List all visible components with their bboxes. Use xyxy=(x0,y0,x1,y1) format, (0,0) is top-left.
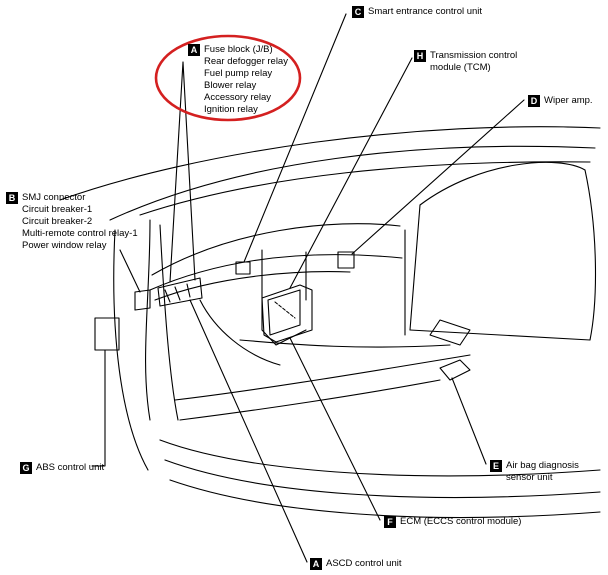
smart-entrance-unit-box xyxy=(235,261,251,275)
airbag-sensor-box xyxy=(439,359,471,381)
dashboard-lower xyxy=(149,254,403,291)
lower-body-2 xyxy=(164,459,601,499)
callout-line: Fuse block (J/B) xyxy=(204,44,273,55)
body-side-inner xyxy=(159,224,179,421)
callout-line: Fuel pump relay xyxy=(204,68,273,79)
leader-airbag xyxy=(451,377,487,465)
callout-badge-c: C xyxy=(352,6,364,18)
callout-badge-b: B xyxy=(6,192,18,204)
leader-ecm xyxy=(289,337,381,521)
leader-smart-entrance xyxy=(243,13,347,263)
wiper-amp-box xyxy=(337,251,355,269)
callout-line: Accessory relay xyxy=(204,92,272,103)
callout-b-smj-connector: B SMJ connector Circuit breaker-1 Circui… xyxy=(6,192,138,252)
callout-f-ecm: F ECM (ECCS control module) xyxy=(384,516,521,528)
callout-badge-d: D xyxy=(528,95,540,107)
callout-g-abs: G ABS control unit xyxy=(20,462,104,474)
abs-control-unit-box xyxy=(94,317,120,351)
callout-line: ABS control unit xyxy=(36,462,105,473)
callout-line: Blower relay xyxy=(204,80,257,91)
fuse-block-cells xyxy=(164,283,191,303)
body-side-outer xyxy=(113,229,149,471)
callout-line: Smart entrance control unit xyxy=(368,6,483,17)
callout-line: sensor unit xyxy=(506,472,553,483)
callout-badge-f: F xyxy=(384,516,396,528)
callout-line: Rear defogger relay xyxy=(204,56,288,67)
leader-wiper xyxy=(351,99,525,255)
callout-h-tcm: H Transmission control module (TCM) xyxy=(414,50,517,74)
callout-d-wiper-amp: D Wiper amp. xyxy=(528,95,593,107)
door-opening-left xyxy=(409,204,421,331)
callout-line: ECM (ECCS control module) xyxy=(400,516,522,527)
leader-tcm xyxy=(289,57,413,289)
callout-line: Circuit breaker-2 xyxy=(22,216,93,227)
door-sill xyxy=(409,329,591,341)
ecm-box xyxy=(261,284,313,343)
callout-line: Ignition relay xyxy=(204,104,258,115)
callout-line: Air bag diagnosis xyxy=(506,460,579,471)
callout-line: Power window relay xyxy=(22,240,107,251)
callout-line: ASCD control unit xyxy=(326,558,402,569)
floor-line-3 xyxy=(239,339,451,348)
callout-line: Circuit breaker-1 xyxy=(22,204,93,215)
callout-badge-h: H xyxy=(414,50,426,62)
highlight-ellipse xyxy=(154,34,302,122)
dashboard-top xyxy=(151,223,401,276)
dashboard-edge xyxy=(154,271,351,301)
callout-e-airbag-sensor: E Air bag diagnosis sensor unit xyxy=(490,460,579,484)
tcm-dashed-link xyxy=(274,301,296,319)
callout-badge-a: A xyxy=(188,44,200,56)
leader-abs xyxy=(91,349,106,467)
callout-line: SMJ connector xyxy=(22,192,86,203)
a-pillar-left xyxy=(145,219,151,421)
door-opening-top xyxy=(419,161,586,206)
callout-line: Transmission control xyxy=(430,50,518,61)
windshield-top-edge xyxy=(139,161,591,216)
lower-body-3 xyxy=(169,479,601,519)
callout-badge-e: E xyxy=(490,460,502,472)
callout-c-smart-entrance: C Smart entrance control unit xyxy=(352,6,482,18)
callout-line: Multi-remote control relay-1 xyxy=(22,228,138,239)
door-opening-right xyxy=(584,169,597,341)
callout-a-fuse-block: A Fuse block (J/B) Rear defogger relay F… xyxy=(188,44,288,116)
callout-badge-a: A xyxy=(310,558,322,570)
leader-smj xyxy=(119,249,141,293)
floor-line-4 xyxy=(199,299,281,366)
lower-body-1 xyxy=(159,439,601,477)
sill-step xyxy=(429,319,471,346)
callout-line: module (TCM) xyxy=(430,62,491,73)
windshield-upper xyxy=(109,145,596,221)
leader-ascd xyxy=(189,299,308,563)
roof-line xyxy=(59,126,601,201)
floor-line-1 xyxy=(174,354,471,401)
callout-a-ascd: A ASCD control unit xyxy=(310,558,402,570)
smj-connector-box xyxy=(134,289,151,311)
fuse-block-box xyxy=(157,277,203,307)
leader-fuse-block-2 xyxy=(182,61,196,281)
ecm-box-face xyxy=(267,289,301,336)
callout-line: Wiper amp. xyxy=(544,95,593,106)
leader-fuse-block xyxy=(169,61,184,283)
callout-badge-g: G xyxy=(20,462,32,474)
floor-line-2 xyxy=(179,379,441,421)
